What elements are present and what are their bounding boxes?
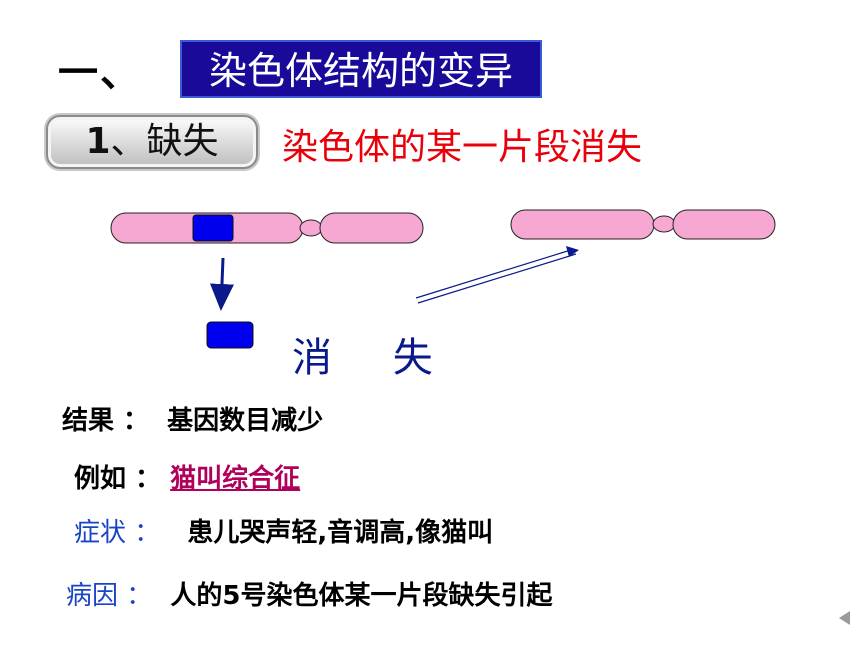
disappear-caption: 消 失	[292, 335, 457, 381]
original-chromosome	[110, 212, 424, 244]
deletion-description: 染色体的某一片段消失	[282, 127, 643, 168]
segment-to-delete	[192, 214, 234, 242]
page-title: 染色体结构的变异	[180, 40, 542, 98]
cause-value: 人的5号染色体某一片段缺失引起	[170, 581, 553, 611]
example-link[interactable]: 猫叫综合征	[170, 464, 301, 494]
result-line: 结果 ： 基因数目减少	[62, 400, 323, 437]
label-text: 、缺失	[110, 121, 219, 162]
previous-slide-icon[interactable]	[836, 609, 852, 627]
example-label: 例如 ：	[74, 464, 162, 494]
deletion-label-button[interactable]: 1、缺失	[46, 115, 258, 169]
resulting-chromosome	[510, 209, 776, 240]
example-line: 例如 ： 猫叫综合征	[74, 458, 300, 495]
symptom-value: 患儿哭声轻,音调高,像猫叫	[187, 518, 494, 548]
symptom-line: 症状 ： 患儿哭声轻,音调高,像猫叫	[74, 512, 493, 549]
cause-line: 病因 ： 人的5号染色体某一片段缺失引起	[66, 575, 552, 612]
chromosome-diagram	[110, 209, 776, 349]
result-label: 结果 ：	[62, 406, 150, 436]
diagonal-arrow-icon	[415, 246, 579, 304]
section-number: 一、	[58, 50, 142, 96]
label-number: 1	[85, 121, 111, 162]
symptom-label: 症状 ：	[74, 518, 161, 548]
down-arrow-icon	[209, 257, 234, 311]
result-value: 基因数目减少	[167, 406, 324, 436]
cause-label: 病因 ：	[66, 581, 153, 611]
deleted-segment	[206, 321, 254, 349]
